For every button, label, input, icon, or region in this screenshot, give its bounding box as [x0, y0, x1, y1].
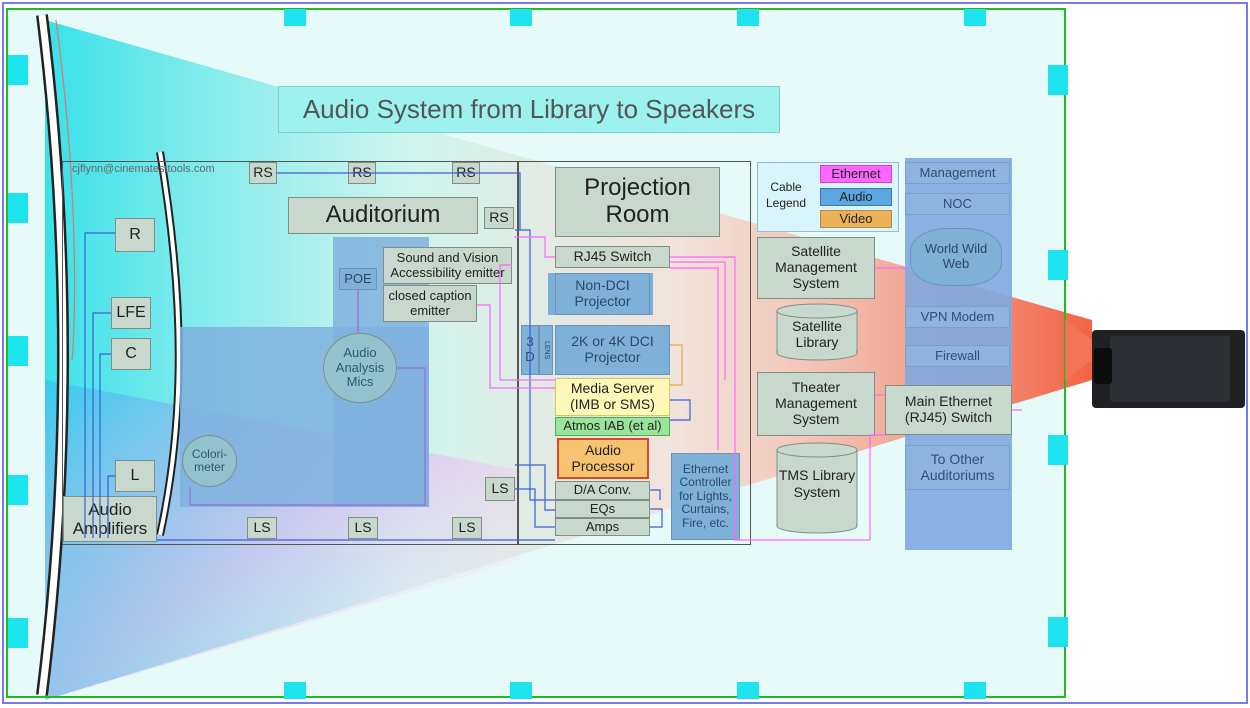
marker-bottom — [964, 682, 986, 699]
speaker-rs: RS — [484, 207, 514, 229]
marker-top — [737, 9, 759, 26]
auditorium-label: Auditorium — [288, 197, 478, 234]
legend-video: Video — [820, 210, 892, 228]
speaker-rs: RS — [452, 162, 480, 184]
eqs: EQs — [555, 500, 650, 518]
marker-top — [964, 9, 986, 26]
audio-analysis-mics: Audio Analysis Mics — [323, 333, 397, 403]
speaker-ls: LS — [452, 517, 482, 539]
speaker-lfe: LFE — [111, 297, 151, 329]
satellite-library-shape — [776, 303, 858, 361]
theater-management-system: Theater Management System — [757, 372, 875, 436]
satellite-management-system: Satellite Management System — [757, 237, 875, 299]
atmos-iab: Atmos IAB (et al) — [555, 417, 670, 436]
media-server: Media Server (IMB or SMS) — [555, 378, 670, 416]
credit-text: cjflynn@cinematesttools.com — [72, 163, 215, 175]
marker-bottom — [284, 682, 306, 699]
colorimeter: Colori- meter — [182, 435, 237, 487]
vpn-modem-box: VPN Modem — [905, 306, 1010, 328]
marker-top — [284, 9, 306, 26]
marker-right — [1048, 65, 1068, 95]
speaker-ls: LS — [247, 517, 277, 539]
ethernet-controller: Ethernet Controller for Lights, Curtains… — [671, 453, 740, 540]
marker-right — [1048, 617, 1068, 647]
speaker-rs: RS — [249, 162, 277, 184]
3d-label: 3 D — [521, 325, 539, 375]
projector-image — [1092, 330, 1245, 408]
lens-label: LENS — [539, 325, 553, 375]
management-box: Management — [905, 162, 1010, 184]
marker-bottom — [737, 682, 759, 699]
speaker-l: L — [115, 460, 155, 492]
web-cloud: World Wild Web — [910, 228, 1002, 286]
da-converter: D/A Conv. — [555, 481, 650, 500]
legend-title: Cable Legend — [765, 180, 807, 210]
amps: Amps — [555, 518, 650, 536]
marker-left — [8, 475, 28, 505]
marker-left — [8, 618, 28, 648]
rj45-switch: RJ45 Switch — [555, 246, 670, 268]
marker-bottom — [510, 682, 532, 699]
speaker-rs: RS — [348, 162, 376, 184]
projector-lens — [1094, 348, 1112, 384]
tms-library-system: TMS Library System — [778, 467, 856, 500]
sound-vision-emitter: Sound and Vision Accessibility emitter — [383, 247, 512, 284]
closed-caption-emitter: closed caption emitter — [383, 285, 477, 322]
marker-right — [1048, 435, 1068, 465]
noc-box: NOC — [905, 193, 1010, 215]
dci-projector: 2K or 4K DCI Projector — [555, 325, 670, 375]
marker-top — [510, 9, 532, 26]
marker-left — [8, 336, 28, 366]
main-ethernet-switch: Main Ethernet (RJ45) Switch — [885, 385, 1012, 435]
speaker-ls: LS — [348, 517, 378, 539]
speaker-c: C — [111, 338, 151, 370]
satellite-library: Satellite Library — [792, 318, 842, 351]
non-dci-projector: Non-DCI Projector — [555, 273, 650, 315]
speaker-r: R — [115, 218, 155, 252]
diagram-title: Audio System from Library to Speakers — [278, 86, 780, 133]
projector-body — [1110, 336, 1230, 402]
audio-amplifiers: Audio Amplifiers — [63, 496, 157, 542]
marker-left — [8, 193, 28, 223]
marker-right — [1048, 250, 1068, 280]
speaker-ls: LS — [485, 477, 515, 501]
poe-box: POE — [339, 268, 377, 290]
legend-ethernet: Ethernet — [820, 165, 892, 183]
projection-room-label: Projection Room — [555, 167, 720, 237]
marker-left — [8, 55, 28, 85]
legend-audio: Audio — [820, 188, 892, 206]
to-other-auditoriums: To Other Auditoriums — [905, 445, 1010, 490]
audio-processor: Audio Processor — [557, 438, 649, 479]
firewall-box: Firewall — [905, 345, 1010, 367]
